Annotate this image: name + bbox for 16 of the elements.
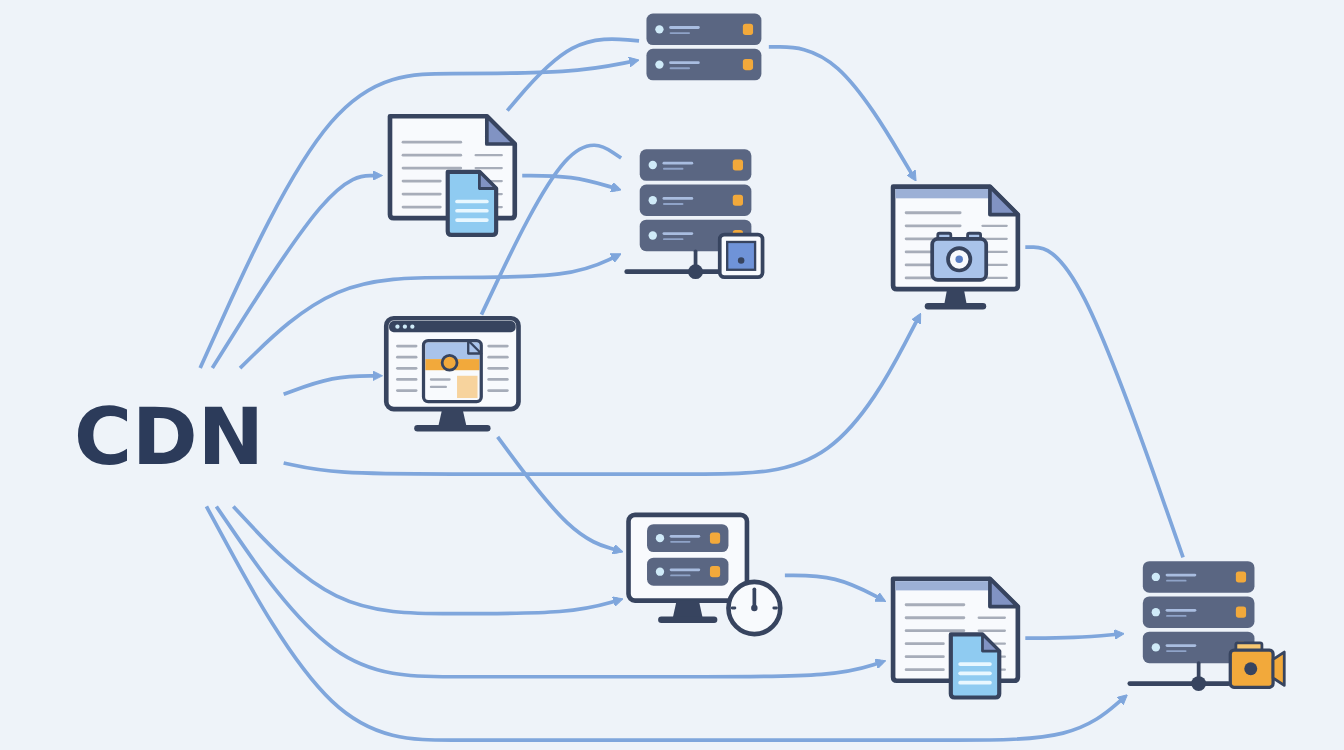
arrow bbox=[231, 505, 624, 616]
connector bbox=[1025, 245, 1185, 559]
arrow bbox=[210, 170, 384, 370]
connector bbox=[505, 37, 640, 112]
connector bbox=[479, 143, 623, 316]
arrow bbox=[204, 505, 1128, 742]
arrow bbox=[768, 45, 917, 182]
arrow bbox=[496, 435, 624, 555]
arrow bbox=[198, 56, 640, 369]
arrow bbox=[238, 253, 622, 370]
node-text: CDN bbox=[73, 391, 264, 483]
arrow bbox=[283, 370, 384, 397]
arrow bbox=[522, 173, 622, 193]
arrow bbox=[1025, 629, 1125, 640]
arrow bbox=[214, 505, 887, 679]
arrow bbox=[784, 573, 887, 602]
